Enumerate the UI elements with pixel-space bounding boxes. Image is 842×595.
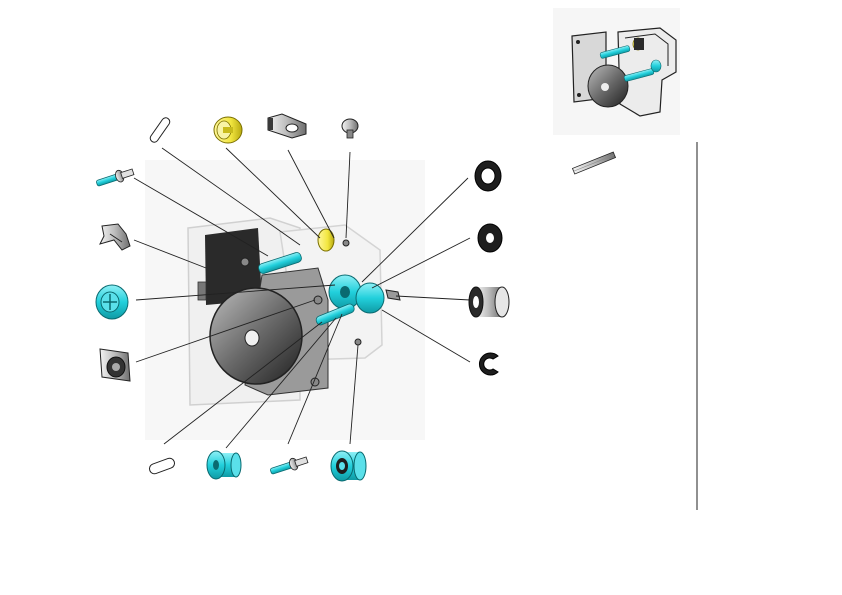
inset-assembled-view [553, 8, 680, 135]
rivet-icon [341, 118, 359, 139]
assembled-screw-lower [315, 303, 355, 326]
main-assembly [145, 160, 425, 440]
mount-screw [240, 257, 250, 267]
assembled-rivet-lower [354, 338, 362, 346]
screw-icon [270, 456, 309, 475]
assembled-rivet [342, 239, 350, 247]
mount-screw [313, 295, 323, 305]
motor-mount-dark [205, 228, 262, 305]
e-ring-icon [479, 352, 499, 376]
assembled-gear-hub-hole [340, 286, 350, 298]
bushing-icon [206, 450, 242, 480]
washer-icon [477, 223, 503, 253]
pin-icon [149, 117, 171, 143]
screw-icon [96, 168, 135, 187]
clip-icon [99, 223, 131, 251]
gear-hub-icon [95, 284, 129, 320]
wheel-icon [330, 450, 367, 482]
bushing-icon [213, 116, 243, 144]
mount-icon [99, 348, 131, 382]
assembled-yellow-bushing [317, 228, 335, 252]
motor-connector [197, 281, 207, 301]
pin-icon [148, 457, 176, 475]
hex-rod-icon [571, 151, 617, 175]
bracket-icon [267, 113, 307, 139]
assembled-clip [385, 289, 401, 301]
washer-icon [474, 160, 502, 192]
assembled-screw-upper [258, 252, 302, 274]
assembled-gear-hub-2 [355, 282, 385, 314]
sleeve-icon [468, 286, 510, 318]
motor-shaft-hole [244, 329, 260, 347]
leader-lines [133, 147, 471, 449]
